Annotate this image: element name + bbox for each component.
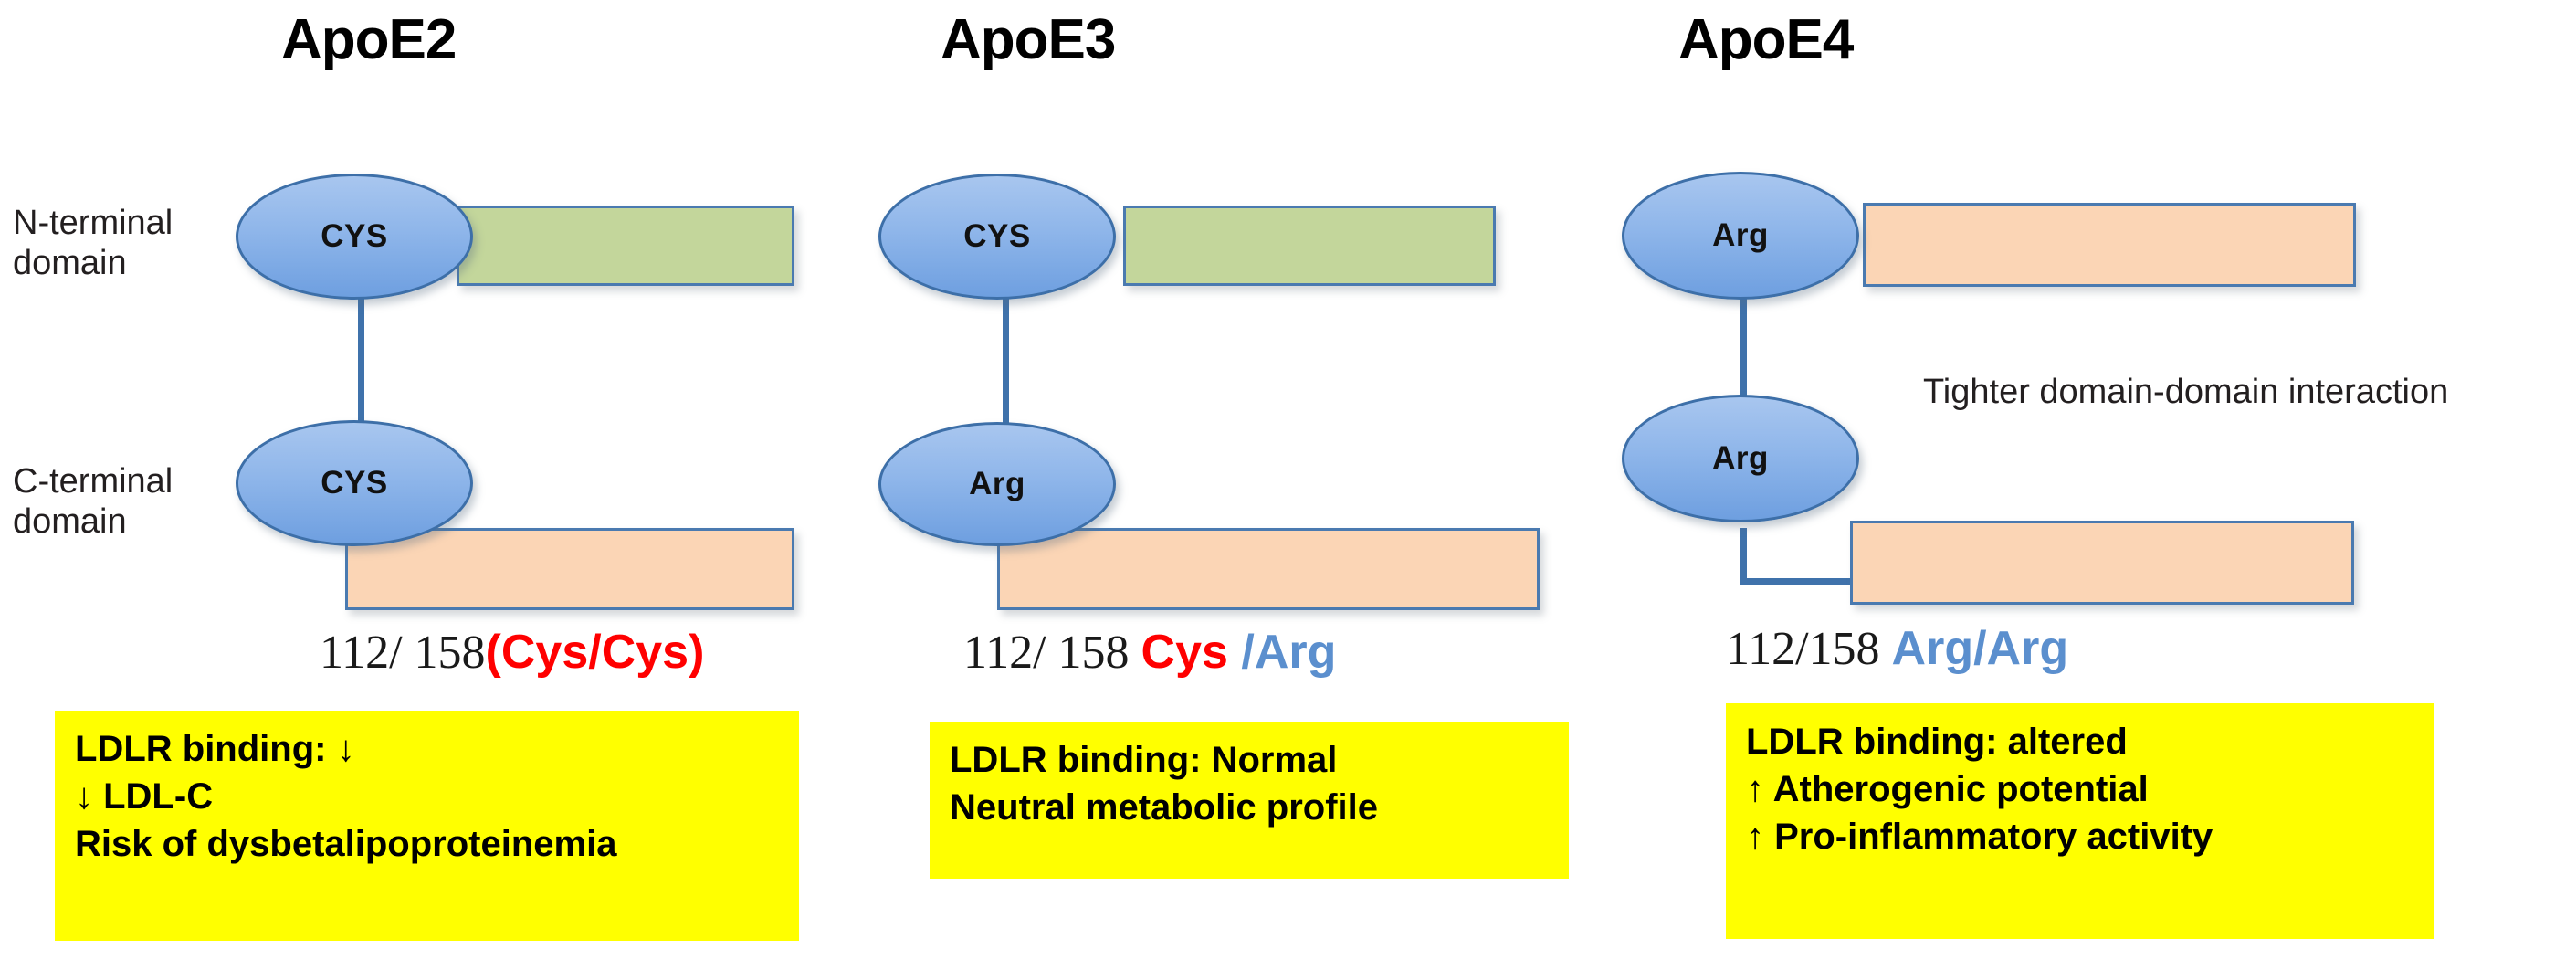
c-terminal-bar-apoe2 [345,528,794,610]
note-box-apoe4: LDLR binding: altered ↑ Atherogenic pote… [1726,703,2434,939]
genotype-positions-apoe3: 112/ 158 [963,627,1141,679]
genotype-allele-arg-apoe3: /Arg [1227,626,1337,679]
genotype-caption-apoe2: 112/ 158(Cys/Cys) [320,625,704,680]
tighter-interaction-annotation: Tighter domain-domain interaction [1923,373,2449,411]
genotype-allele-cys-apoe3: Cys [1141,626,1228,679]
n-terminal-residue-apoe2: CYS [236,174,473,300]
column-title-apoe3: ApoE3 [941,8,1116,71]
genotype-positions-apoe4: 112/158 [1726,623,1892,675]
note-box-apoe3: LDLR binding: Normal Neutral metabolic p… [930,722,1569,879]
note-line: ↑ Atherogenic potential [1746,769,2149,809]
note-line: Risk of dysbetalipoproteinemia [75,824,617,864]
genotype-alleles-apoe2: (Cys/Cys) [485,626,705,679]
genotype-positions-apoe2: 112/ 158 [320,627,486,679]
note-line: LDLR binding: ↓ [75,729,355,769]
domain-connector-apoe4-upper [1740,228,1747,484]
n-terminal-bar-apoe2 [457,206,794,286]
c-terminal-domain-label-line1: C-terminal [13,462,173,501]
n-terminal-residue-apoe3: CYS [878,174,1116,300]
column-title-apoe2: ApoE2 [281,8,457,71]
domain-connector-apoe3 [1003,228,1009,484]
note-box-apoe2: LDLR binding: ↓ ↓ LDL-C Risk of dysbetal… [55,711,799,941]
n-terminal-residue-label-apoe2: CYS [321,218,388,254]
c-terminal-residue-apoe3: Arg [878,422,1116,546]
domain-connector-apoe2 [358,228,364,484]
genotype-caption-apoe4: 112/158 Arg/Arg [1726,621,2068,676]
c-terminal-bar-apoe3 [997,528,1540,610]
domain-connector-apoe4-step [1740,528,1850,585]
n-terminal-residue-apoe4: Arg [1622,172,1859,300]
n-terminal-domain-label-line2: domain [13,244,127,282]
c-terminal-residue-apoe4: Arg [1622,395,1859,522]
note-line: LDLR binding: altered [1746,722,2128,762]
genotype-caption-apoe3: 112/ 158 Cys /Arg [963,625,1336,680]
c-terminal-domain-label-line2: domain [13,502,127,541]
c-terminal-residue-label-apoe3: Arg [969,466,1025,501]
c-terminal-residue-apoe2: CYS [236,420,473,546]
c-terminal-domain-label: C-terminal domain [13,461,173,542]
note-line: Neutral metabolic profile [950,787,1378,828]
column-title-apoe4: ApoE4 [1678,8,1854,71]
n-terminal-residue-label-apoe4: Arg [1712,217,1769,253]
c-terminal-residue-label-apoe4: Arg [1712,440,1769,476]
n-terminal-bar-apoe4 [1863,203,2356,287]
note-line: ↑ Pro-inflammatory activity [1746,817,2213,857]
n-terminal-domain-label: N-terminal domain [13,203,173,283]
c-terminal-residue-label-apoe2: CYS [321,465,388,501]
c-terminal-bar-apoe4 [1850,521,2354,605]
note-line: LDLR binding: Normal [950,740,1338,780]
genotype-alleles-apoe4: Arg/Arg [1891,622,2069,675]
n-terminal-residue-label-apoe3: CYS [963,218,1031,254]
note-line: ↓ LDL-C [75,776,214,817]
n-terminal-domain-label-line1: N-terminal [13,204,173,242]
n-terminal-bar-apoe3 [1123,206,1496,286]
